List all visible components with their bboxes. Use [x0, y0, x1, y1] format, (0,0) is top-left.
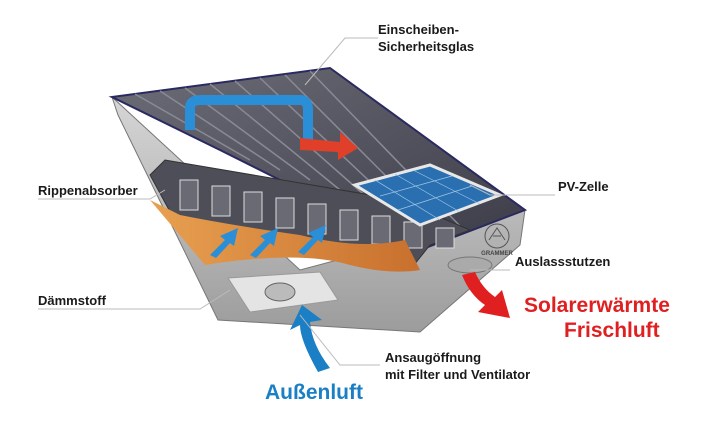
label-outside-air: Außenluft: [265, 381, 363, 404]
warm-flow-arrow-inside: [300, 132, 358, 160]
blue-arrow-fin: [298, 225, 326, 255]
outlet-pipe: [447, 256, 493, 274]
label-warm-air-line1: Solarerwärmte: [524, 294, 670, 317]
label-rib-absorber: Rippenabsorber: [38, 183, 138, 198]
label-intake-line2: mit Filter und Ventilator: [385, 367, 531, 382]
fan-icon: [264, 282, 296, 302]
blue-arrow-fin: [210, 228, 238, 258]
pv-grid: [374, 169, 481, 221]
label-insulation: Dämmstoff: [38, 293, 106, 308]
svg-text:GRAMMER: GRAMMER: [481, 251, 513, 257]
label-intake-line1: Ansaugöffnung: [385, 350, 482, 365]
grammer-solar-logo: GRAMMER: [481, 223, 513, 257]
blue-arrow-fin: [250, 228, 278, 258]
air-flow-arrow-inside: [185, 95, 313, 140]
label-warm-air-line2: Frischluft: [564, 319, 660, 342]
label-glass-line2: Sicherheitsglas: [378, 39, 475, 54]
leader-lines: [38, 37, 555, 366]
label-glass-line1: Einscheiben-: [378, 22, 459, 37]
outside-air-arrow: [290, 305, 330, 372]
label-outlet: Auslassstutzen: [515, 254, 611, 269]
warm-air-arrow: [462, 272, 510, 318]
label-pv-cell: PV-Zelle: [558, 179, 609, 194]
absorber-fins: [179, 179, 455, 249]
